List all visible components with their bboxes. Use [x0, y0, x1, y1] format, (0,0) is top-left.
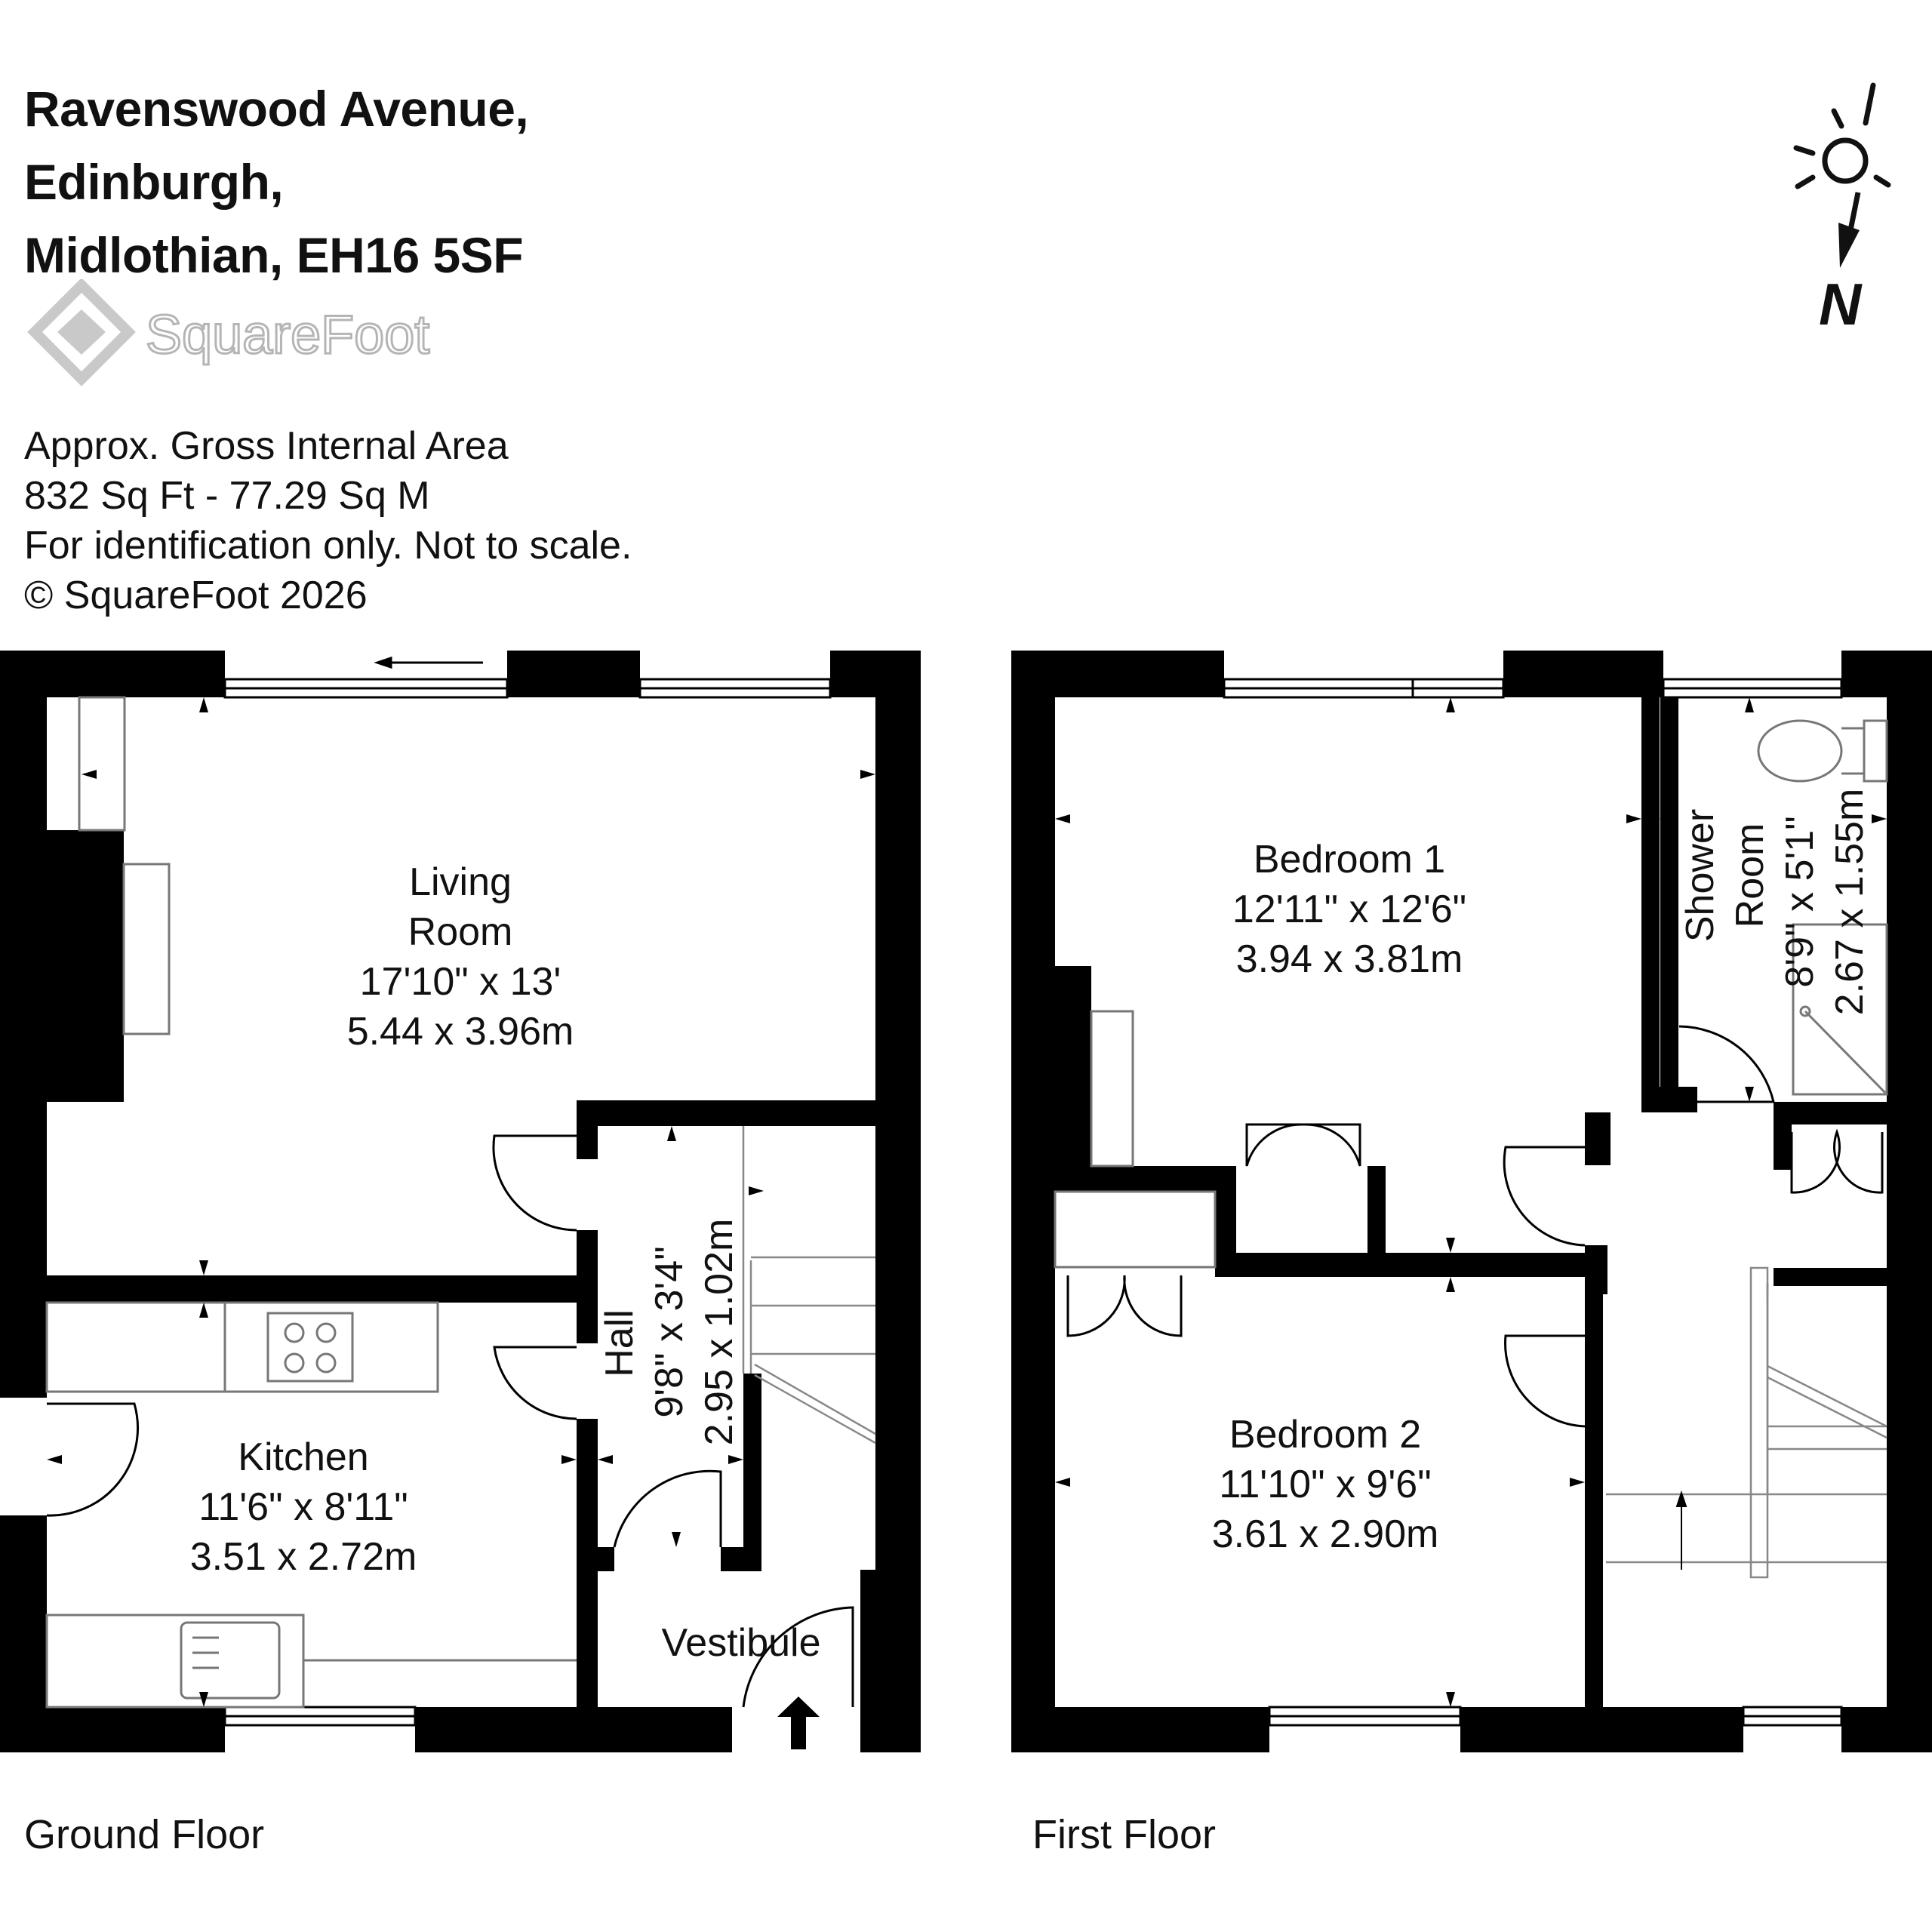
copyright: © SquareFoot 2026 — [24, 574, 368, 617]
door-swing — [492, 1134, 577, 1232]
wardrobe — [1054, 1190, 1217, 1269]
ground-floor-windows — [223, 678, 832, 1727]
living-room-metric: 5.44 x 3.96m — [347, 1010, 574, 1054]
area-info: Approx. Gross Internal Area 832 Sq Ft - … — [24, 421, 632, 620]
door-swing — [1504, 1334, 1586, 1428]
first-floor-walls — [1011, 651, 1932, 1752]
logo-wordmark: SquareFoot — [146, 305, 429, 365]
vestibule-name: Vestibule — [661, 1621, 820, 1665]
door-swing — [493, 1346, 577, 1420]
kitchen-metric: 3.51 x 2.72m — [190, 1535, 417, 1579]
area-title: Approx. Gross Internal Area — [24, 424, 509, 468]
address-line-1: Ravenswood Avenue, — [24, 81, 529, 137]
bedroom-2-metric: 3.61 x 2.90m — [1212, 1512, 1439, 1556]
shower-room-imperial: 8'9" x 5'1" — [1778, 816, 1822, 987]
kitchen-imperial: 11'6" x 8'11" — [198, 1485, 408, 1529]
hall-name: Hall — [598, 1309, 641, 1377]
bedroom-1-imperial: 12'11" x 12'6" — [1232, 888, 1466, 931]
address-line-2: Edinburgh, — [24, 154, 284, 210]
hob-icon — [266, 1312, 354, 1383]
wardrobe-door — [1245, 1123, 1361, 1167]
bedroom-1-name: Bedroom 1 — [1254, 838, 1445, 881]
address-line-3: Midlothian, EH16 5SF — [24, 227, 524, 283]
shower-room-name: Shower — [1678, 809, 1722, 942]
sink-icon — [180, 1621, 281, 1700]
first-floor-doors — [1066, 1025, 1884, 1428]
living-room-name-2: Room — [408, 910, 513, 954]
dimension-ticks — [47, 697, 875, 1707]
north-arrow-icon — [1838, 192, 1861, 268]
sliding-door-arrow-icon — [374, 656, 483, 669]
first-floor-label: First Floor — [1032, 1812, 1216, 1857]
door-swing — [1678, 1025, 1775, 1103]
fireplace-hearth — [1090, 1010, 1134, 1168]
wardrobe-door — [1066, 1275, 1183, 1337]
first-floor-plan: Bedroom 1 12'11" x 12'6" 3.94 x 3.81m Be… — [1011, 651, 1932, 1752]
sun-icon — [1793, 82, 1891, 189]
living-room-name: Living — [409, 860, 512, 904]
alcove — [78, 696, 126, 832]
ground-floor-label: Ground Floor — [24, 1812, 265, 1857]
entrance-arrow-icon — [777, 1697, 820, 1749]
bedroom-2-name: Bedroom 2 — [1229, 1413, 1421, 1457]
bedroom-2-imperial: 11'10" x 9'6" — [1219, 1463, 1431, 1506]
shower-tray-icon — [1792, 923, 1888, 1096]
door-swing — [742, 1606, 854, 1708]
shower-room-metric: 2.67 x 1.55m — [1828, 789, 1872, 1016]
north-label: N — [1819, 271, 1863, 336]
door-swing — [46, 1402, 139, 1517]
shower-room-name-2: Room — [1728, 823, 1772, 928]
ground-floor-stairs — [742, 1126, 876, 1444]
address-block: Ravenswood Avenue, Edinburgh, Midlothian… — [24, 72, 529, 292]
disclaimer: For identification only. Not to scale. — [24, 524, 632, 568]
hall-imperial: 9'8" x 3'4" — [648, 1246, 691, 1417]
ground-floor-plan: Living Room 17'10" x 13' 5.44 x 3.96m Ki… — [0, 651, 921, 1752]
ground-floor-doors — [46, 1134, 854, 1708]
door-swing — [613, 1469, 722, 1548]
compass: N — [1793, 82, 1891, 336]
ground-floor-walls — [0, 651, 921, 1752]
kitchen-name: Kitchen — [238, 1435, 368, 1479]
hall-metric: 2.95 x 1.02m — [697, 1219, 741, 1446]
living-room-imperial: 17'10" x 13' — [360, 960, 561, 1004]
bedroom-1-metric: 3.94 x 3.81m — [1236, 937, 1463, 981]
fireplace-hearth — [122, 863, 171, 1035]
door-swing — [1503, 1146, 1586, 1247]
cupboard-door — [1790, 1128, 1884, 1194]
dimension-ticks — [1055, 697, 1887, 1707]
area-value: 832 Sq Ft - 77.29 Sq M — [24, 474, 430, 518]
squarefoot-logo: SquareFoot — [27, 279, 431, 386]
toilet-icon — [1757, 719, 1888, 783]
stair-up-arrow-icon — [1675, 1490, 1687, 1570]
first-floor-windows — [1223, 678, 1843, 1727]
logo-mark-icon — [27, 279, 136, 386]
kitchen-worktop — [45, 1301, 577, 1709]
first-floor-stairs — [1606, 1266, 1887, 1579]
